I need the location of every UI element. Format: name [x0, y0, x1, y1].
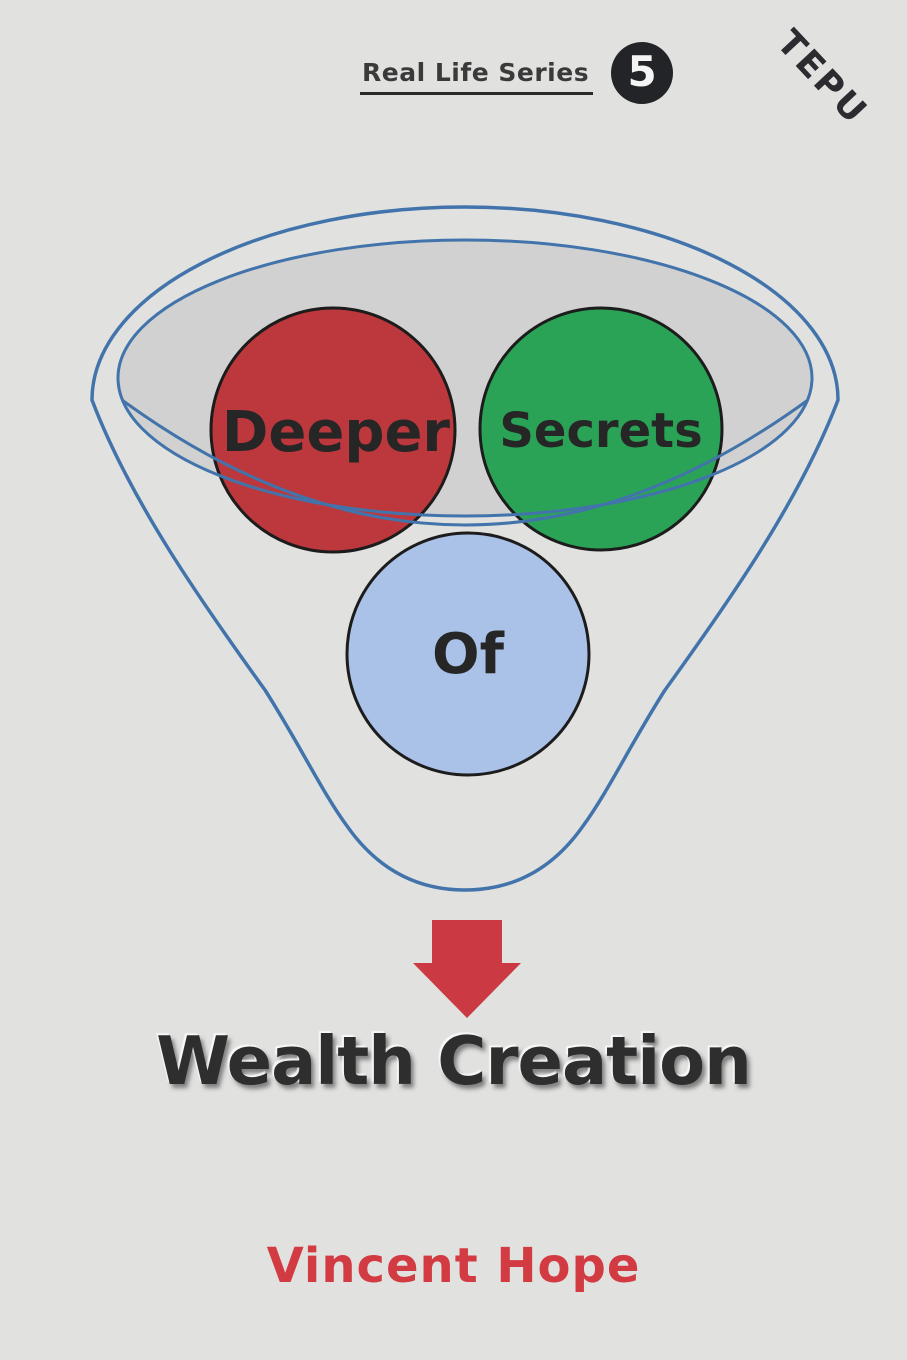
circle-deeper-label: Deeper — [222, 400, 451, 465]
series-number: 5 — [627, 47, 657, 96]
funnel-mouth-rim — [116, 238, 814, 518]
circle-of-label: Of — [432, 622, 505, 687]
circle-secrets-label: Secrets — [499, 403, 702, 459]
book-title: Wealth Creation — [156, 1022, 752, 1100]
series-title: Real Life Series — [360, 58, 594, 95]
circle-of — [345, 531, 591, 777]
circle-deeper — [209, 306, 457, 554]
circle-secrets — [478, 306, 724, 552]
down-arrow-icon — [413, 920, 521, 1018]
funnel-outline — [90, 205, 840, 892]
funnel-surface-arc — [121, 398, 809, 527]
series-number-badge: 5 — [611, 42, 674, 104]
series-header: Real Life Series 5 — [360, 42, 674, 104]
author-name: Vincent Hope — [266, 1238, 641, 1294]
